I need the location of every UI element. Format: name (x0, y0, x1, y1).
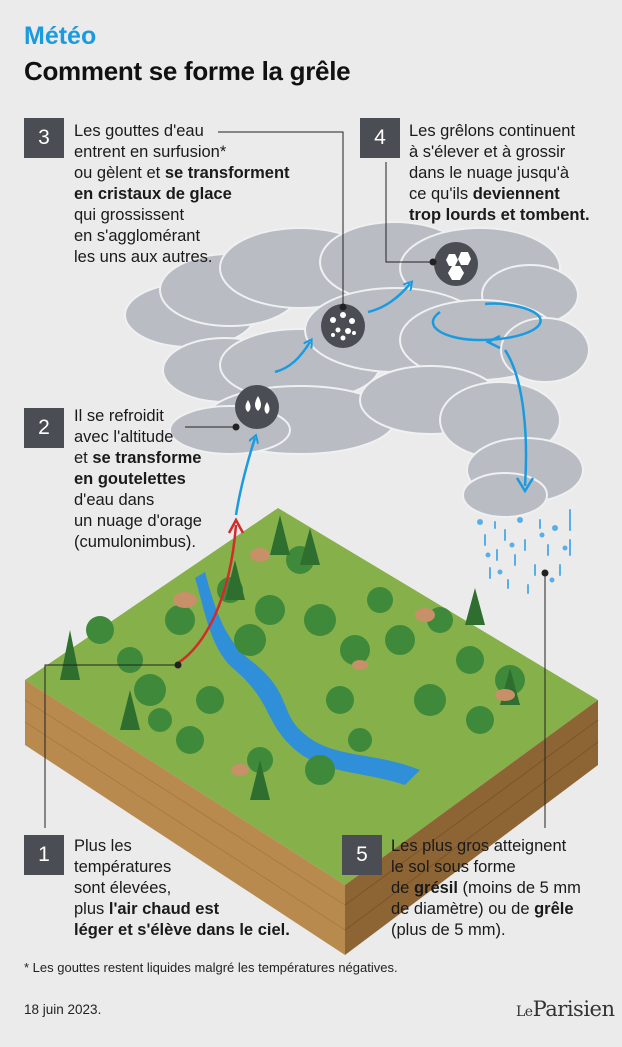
droplets-icon (235, 385, 279, 429)
step-5-line-5: (plus de 5 mm). (391, 921, 506, 939)
step-2-line-6: un nuage d'orage (74, 512, 202, 530)
terrain-block (24, 508, 599, 955)
step-3-line-7: les uns aux autres. (74, 248, 213, 266)
rising-air-arrow (234, 438, 255, 516)
step-1-line-1: Plus les (74, 837, 132, 855)
step-3-line-2: entrent en surfusion* (74, 143, 227, 161)
step-1-text: Plus les températures sont élevées, plus… (74, 836, 290, 941)
step-4-line-4: ce qu'ils (409, 185, 473, 203)
step-5-line-4: de diamètre) ou de (391, 900, 535, 918)
step-5-text: Les plus gros atteignent le sol sous for… (391, 836, 581, 941)
step-1-line-4: plus (74, 900, 109, 918)
step-1-line-4-bold: l'air chaud est (108, 900, 220, 918)
step-1-line-3: sont élevées, (74, 879, 172, 897)
step-4-text: Les grêlons continuent à s'élever et à g… (409, 121, 590, 226)
step-1-line-2: températures (74, 858, 172, 876)
step-4-line-3: dans le nuage jusqu'à (409, 164, 570, 182)
flow-arrow-crystals-to-hail (367, 284, 410, 314)
step-5-line-2: le sol sous forme (391, 858, 516, 876)
step-5-number: 5 (342, 835, 382, 875)
hailstones-icon (434, 242, 478, 286)
le-parisien-logo: LeParisien (516, 997, 615, 1021)
step-2-line-3-bold: se transforme (92, 449, 202, 467)
step-2-text: Il se refroidit avec l'altitude et se tr… (74, 406, 202, 553)
circulation-arrow (431, 302, 542, 342)
publication-date: 18 juin 2023. (24, 1002, 102, 1017)
step-2-line-7: (cumulonimbus). (74, 533, 196, 551)
step-1-number: 1 (24, 835, 64, 875)
step-2-line-4-bold: en goutelettes (74, 470, 186, 488)
step-4-number: 4 (360, 118, 400, 158)
step-4-line-5-bold: trop lourds et tombent. (409, 206, 590, 224)
ice-crystals-icon (321, 304, 365, 348)
trees (60, 515, 525, 800)
step-4-line-1: Les grêlons continuent (409, 122, 576, 140)
step-3-line-3: ou gèlent et (74, 164, 165, 182)
step-3-number: 3 (24, 118, 64, 158)
hailstones (477, 517, 568, 583)
step-1-line-5-bold: léger et s'élève dans le ciel. (74, 921, 290, 939)
step-5-line-1: Les plus gros atteignent (391, 837, 567, 855)
falling-hail-arrow (503, 349, 528, 487)
step-3-text: Les gouttes d'eau entrent en surfusion* … (74, 121, 290, 268)
circulation-arrowhead (485, 334, 501, 350)
step-3-line-5: qui grossissent (74, 206, 185, 224)
step-2-line-3: et (74, 449, 93, 467)
step-4-line-2: à s'élever et à grossir (409, 143, 566, 161)
step-5-line-3-bold: grésil (413, 879, 458, 897)
leader-lines (44, 131, 546, 828)
leader-dots (174, 258, 549, 669)
logo-second: Parisien (532, 997, 615, 1021)
step-4-line-4-bold: deviennent (472, 185, 560, 203)
step-5-line-3-end: (moins de 5 mm (457, 879, 581, 897)
step-5-line-3: de (391, 879, 414, 897)
step-3-line-1: Les gouttes d'eau (74, 122, 204, 140)
warm-air-arrowhead (227, 517, 245, 534)
step-2-number: 2 (24, 408, 64, 448)
step-3-line-4-bold: en cristaux de glace (74, 185, 232, 203)
step-3-line-3-bold: se transforment (164, 164, 290, 182)
kicker: Météo (24, 22, 97, 50)
step-5-line-4-bold: grêle (534, 900, 574, 918)
flow-arrow-droplets-to-crystals (274, 342, 310, 374)
hail-precipitation (484, 509, 571, 594)
step-2-line-5: d'eau dans (74, 491, 155, 509)
step-2-line-1: Il se refroidit (74, 407, 164, 425)
page-title: Comment se forme la grêle (24, 56, 351, 86)
logo-first: Le (516, 1004, 533, 1020)
step-3-line-6: en s'agglomérant (74, 227, 201, 245)
step-2-line-2: avec l'altitude (74, 428, 174, 446)
warm-air-arrow (177, 524, 238, 665)
footnote: * Les gouttes restent liquides malgré le… (24, 960, 398, 975)
falling-hail-arrowhead (515, 477, 535, 494)
